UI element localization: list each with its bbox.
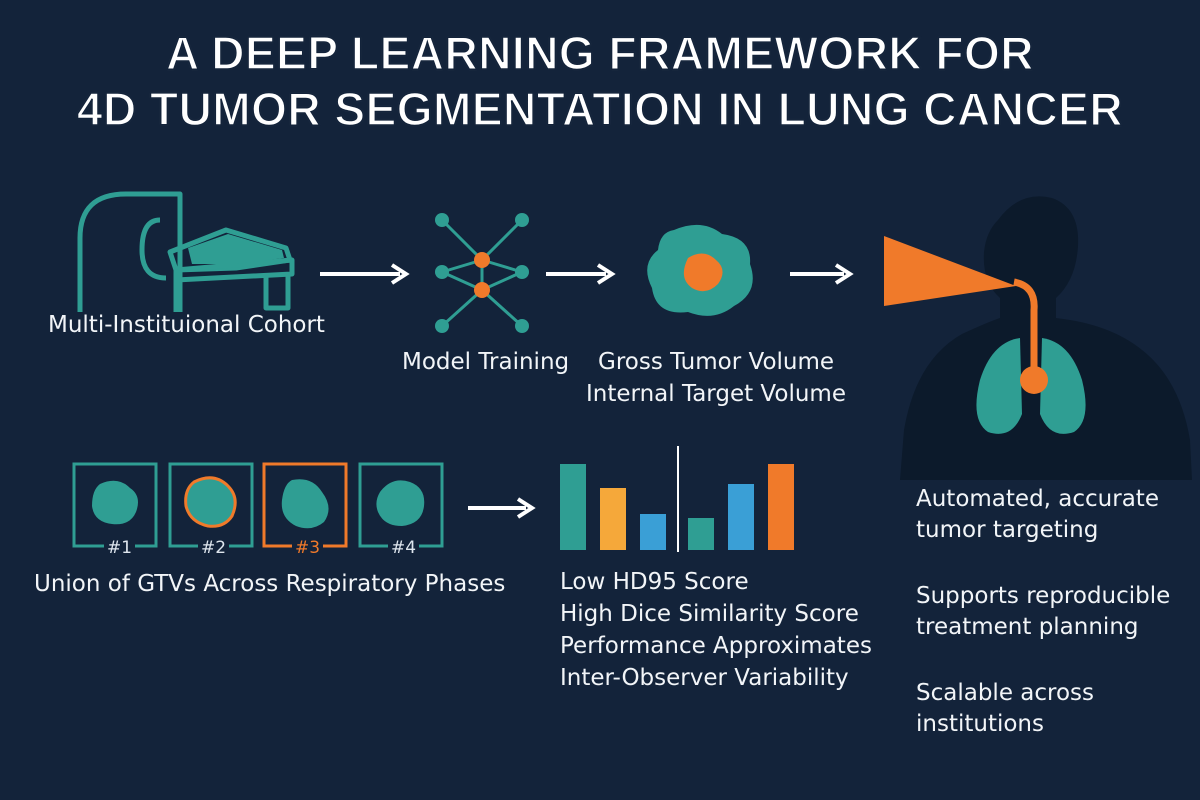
neural-network-icon — [435, 213, 529, 333]
benefit-1-line-2: tumor targeting — [916, 517, 1099, 543]
title-line-1: A DEEP LEARNING FRAMEWORK FOR — [165, 26, 1035, 80]
bar-chart-bar — [600, 488, 626, 550]
benefit-1-line-1: Automated, accurate — [916, 486, 1159, 512]
title-line-2: 4D TUMOR SEGMENTATION IN LUNG CANCER — [76, 82, 1124, 136]
volume-label-2: Internal Target Volume — [586, 381, 846, 407]
benefit-2-line-1: Supports reproducible — [916, 583, 1171, 609]
result-line-2: High Dice Similarity Score — [560, 601, 859, 627]
phase-label-2: #2 — [198, 538, 230, 558]
phases-caption: Union of GTVs Across Respiratory Phases — [34, 571, 506, 597]
phase-box-2 — [168, 462, 254, 548]
result-line-4: Inter-Observer Variability — [560, 665, 849, 691]
radiation-beam-icon — [884, 236, 1048, 394]
arrow-right-icon — [320, 263, 410, 285]
phase-box-3 — [262, 462, 348, 548]
cohort-label: Multi-Instituional Cohort — [48, 312, 325, 338]
bar-chart-bar — [688, 518, 714, 550]
ct-scanner-icon — [77, 191, 295, 312]
arrow-right-icon — [468, 497, 536, 519]
phase-box-4 — [358, 462, 444, 548]
bar-chart-bar — [560, 464, 586, 550]
phase-label-3: #3 — [292, 538, 324, 558]
volume-label-1: Gross Tumor Volume — [598, 349, 835, 375]
bar-chart-bar — [768, 464, 794, 550]
result-line-1: Low HD95 Score — [560, 569, 749, 595]
bar-chart-icon — [560, 446, 794, 552]
lungs-icon — [976, 338, 1086, 434]
patient-silhouette-icon — [900, 196, 1192, 480]
benefit-3-line-2: institutions — [916, 711, 1044, 737]
tumor-icon — [647, 224, 753, 316]
bar-chart-bar — [728, 484, 754, 550]
bar-chart-bar — [640, 514, 666, 550]
phase-label-4: #4 — [388, 538, 420, 558]
result-line-3: Performance Approximates — [560, 633, 872, 659]
benefit-3-line-1: Scalable across — [916, 680, 1095, 706]
benefit-2-line-2: treatment planning — [916, 614, 1139, 640]
arrow-right-icon — [546, 263, 616, 285]
training-label: Model Training — [402, 349, 570, 375]
phase-label-1: #1 — [104, 538, 136, 558]
phase-box-1 — [72, 462, 158, 548]
arrow-right-icon — [790, 263, 854, 285]
